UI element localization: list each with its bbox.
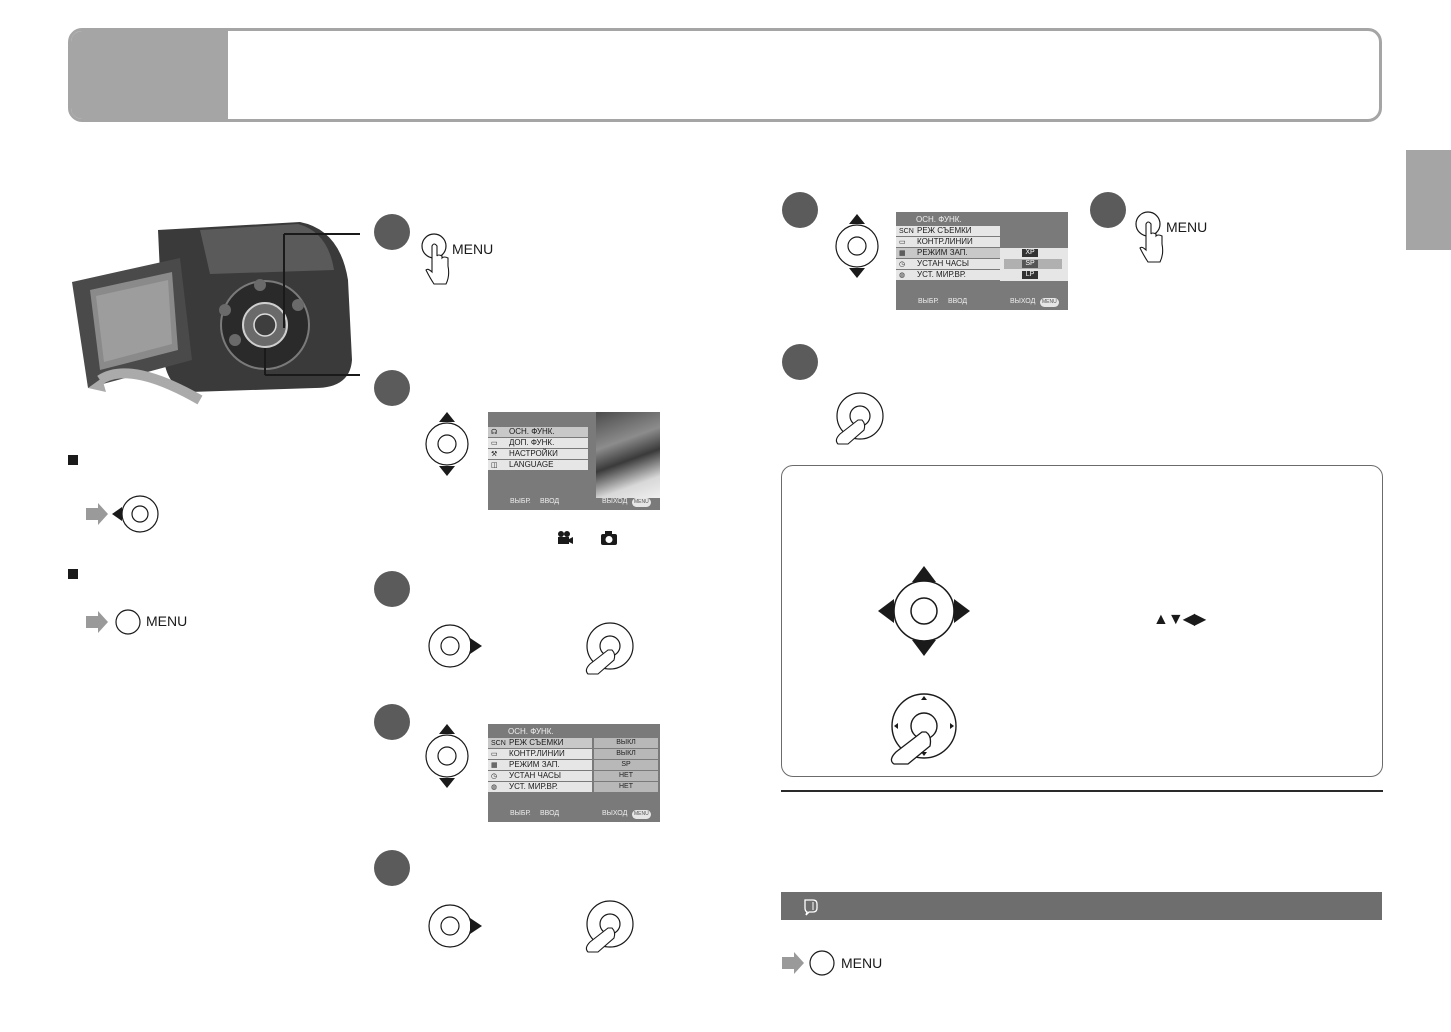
option-sp: SP bbox=[1022, 260, 1038, 268]
footer-select: ВЫБР. bbox=[510, 810, 531, 817]
section-divider bbox=[781, 790, 1383, 792]
menu-press-icon bbox=[1135, 211, 1164, 263]
direction-arrows: ▲▼◀▶ bbox=[1153, 611, 1206, 628]
footer-enter: ВВОД bbox=[540, 810, 560, 817]
menu-item: ⚒НАСТРОЙКИ bbox=[488, 449, 588, 459]
joystick-right-icon bbox=[428, 624, 482, 668]
footer-exit: ВЫХОД bbox=[1010, 298, 1036, 305]
arrow-right-icon bbox=[86, 503, 108, 525]
section-side-tab bbox=[1406, 150, 1451, 250]
speech-icon: ◫ bbox=[491, 462, 498, 469]
footer-select: ВЫБР. bbox=[918, 298, 939, 305]
submenu-value: ВЫКЛ bbox=[594, 749, 658, 759]
step-marker bbox=[782, 344, 818, 380]
submenu-item: ◍УСТ. МИР.ВР. bbox=[488, 782, 592, 792]
language-bar bbox=[781, 892, 1382, 920]
menu-badge: MENU bbox=[632, 810, 651, 819]
menu-badge: MENU bbox=[632, 498, 651, 507]
arrow-right-icon bbox=[86, 611, 108, 633]
rec-mode-title: ОСН. ФУНК. bbox=[916, 215, 962, 224]
back-left-instruction bbox=[86, 495, 159, 533]
rec-mode-item: ▭КОНТР.ЛИНИИ bbox=[896, 237, 1000, 247]
top-menu-screen: ☊ОСН. ФУНК. ▭ДОП. ФУНК. ⚒НАСТРОЙКИ ◫LANG… bbox=[488, 412, 660, 510]
page-header bbox=[68, 28, 1382, 122]
joystick-four-way-icon bbox=[878, 566, 970, 656]
photo-camera-icon bbox=[601, 531, 617, 545]
joystick-info-box bbox=[781, 465, 1383, 777]
rec-mode-item: ◷УСТАН ЧАСЫ bbox=[896, 259, 1000, 269]
menu-badge: MENU bbox=[1040, 298, 1059, 307]
joystick-updown-icon bbox=[425, 724, 469, 788]
submenu-value: SP bbox=[594, 760, 658, 770]
submenu-value: НЕТ bbox=[594, 771, 658, 781]
menu-item: ▭ДОП. ФУНК. bbox=[488, 438, 588, 448]
joystick-press-icon bbox=[585, 622, 634, 675]
step-marker bbox=[374, 214, 410, 250]
option-xp: XP bbox=[1022, 249, 1038, 257]
menu-text: MENU bbox=[1166, 219, 1208, 235]
submenu-item: ◷УСТАН ЧАСЫ bbox=[488, 771, 592, 781]
arrow-right-icon bbox=[782, 952, 804, 974]
submenu-value: НЕТ bbox=[594, 782, 658, 792]
rec-mode-item: ◍УСТ. МИР.ВР. bbox=[896, 270, 1000, 280]
rec-mode-item: ▦РЕЖИМ ЗАП. bbox=[896, 248, 1000, 258]
bullet-square bbox=[68, 455, 78, 465]
menu-text: MENU bbox=[452, 241, 494, 257]
footer-enter: ВВОД bbox=[948, 298, 968, 305]
submenu-item: ▦РЕЖИМ ЗАП. bbox=[488, 760, 592, 770]
footer-select: ВЫБР. bbox=[510, 498, 531, 505]
exit-menu-instruction bbox=[86, 609, 141, 635]
step-marker bbox=[374, 850, 410, 886]
video-camera-icon bbox=[558, 531, 573, 544]
tool-icon: ⚒ bbox=[491, 451, 498, 458]
menu-button-icon bbox=[115, 609, 141, 635]
joystick-right-icon bbox=[428, 904, 482, 948]
camera-illustration bbox=[72, 222, 360, 405]
triangle-left-icon bbox=[112, 507, 122, 521]
menu-text: MENU bbox=[146, 613, 188, 629]
step-marker bbox=[374, 370, 410, 406]
step-marker bbox=[1090, 192, 1126, 228]
step-marker bbox=[374, 704, 410, 740]
menu-item: ☊ОСН. ФУНК. bbox=[488, 427, 588, 437]
submenu-item: ▭КОНТР.ЛИНИИ bbox=[488, 749, 592, 759]
joystick-press-icon bbox=[835, 392, 884, 445]
menu-button-icon bbox=[809, 950, 835, 976]
menu-press-icon bbox=[421, 233, 450, 285]
preview-image bbox=[596, 412, 660, 498]
menu-text: MENU bbox=[841, 955, 883, 971]
header-tab bbox=[71, 31, 228, 119]
joystick-press-icon bbox=[585, 900, 634, 953]
manual-icon: ☊ bbox=[491, 429, 498, 436]
joystick-updown-icon bbox=[835, 214, 879, 278]
footer-exit: ВЫХОД bbox=[602, 498, 628, 505]
footer-exit: ВЫХОД bbox=[602, 810, 628, 817]
exit-menu-instruction bbox=[782, 950, 835, 976]
bullet-square bbox=[68, 569, 78, 579]
speech-icon bbox=[804, 899, 818, 916]
joystick-updown-icon bbox=[425, 412, 469, 476]
submenu-value: ВЫКЛ bbox=[594, 738, 658, 748]
joystick-press-icon bbox=[890, 693, 957, 765]
film-icon: ▭ bbox=[491, 440, 498, 447]
menu-item: ◫LANGUAGE bbox=[488, 460, 588, 470]
step-marker bbox=[374, 571, 410, 607]
step-marker bbox=[782, 192, 818, 228]
footer-enter: ВВОД bbox=[540, 498, 560, 505]
option-lp: LP bbox=[1022, 271, 1038, 279]
submenu-title: ОСН. ФУНК. bbox=[508, 727, 554, 736]
